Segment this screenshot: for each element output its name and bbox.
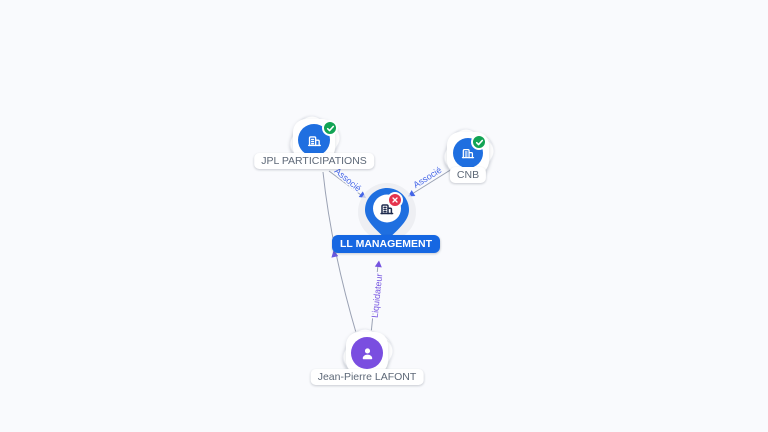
edge-cnb-to-ll xyxy=(411,168,453,195)
edge-jpl-to-ll xyxy=(328,170,362,196)
edge-lafont-to-jpl xyxy=(322,171,358,337)
verified-check-badge xyxy=(471,134,487,150)
node-label-ll-management[interactable]: LL MANAGEMENT xyxy=(332,235,440,253)
closed-cross-badge xyxy=(387,192,403,208)
node-cnb[interactable]: CNB xyxy=(447,132,489,183)
check-icon xyxy=(475,139,483,145)
arrowhead xyxy=(331,250,339,258)
node-jpl-participations[interactable]: JPL PARTICIPATIONS xyxy=(254,119,374,169)
building-icon xyxy=(380,204,394,215)
person-icon xyxy=(362,347,372,359)
edge-label-liquidateur: Liquidateur xyxy=(370,273,385,318)
person-card[interactable] xyxy=(346,332,388,374)
node-ll-management[interactable]: LL MANAGEMENT xyxy=(332,183,440,253)
node-label-jpl-participations[interactable]: JPL PARTICIPATIONS xyxy=(254,153,374,169)
node-jean-pierre-lafont[interactable]: Jean-Pierre LAFONT xyxy=(310,332,424,385)
node-label-jean-pierre-lafont[interactable]: Jean-Pierre LAFONT xyxy=(310,369,424,385)
building-icon xyxy=(461,149,475,159)
edge-lafont-to-ll xyxy=(370,264,379,335)
verified-check-badge xyxy=(322,120,338,136)
building-icon xyxy=(307,135,321,146)
arrowhead xyxy=(374,260,382,268)
check-icon xyxy=(326,125,334,131)
node-label-cnb[interactable]: CNB xyxy=(449,167,487,183)
person-circle xyxy=(351,337,383,369)
cross-icon xyxy=(392,197,398,203)
